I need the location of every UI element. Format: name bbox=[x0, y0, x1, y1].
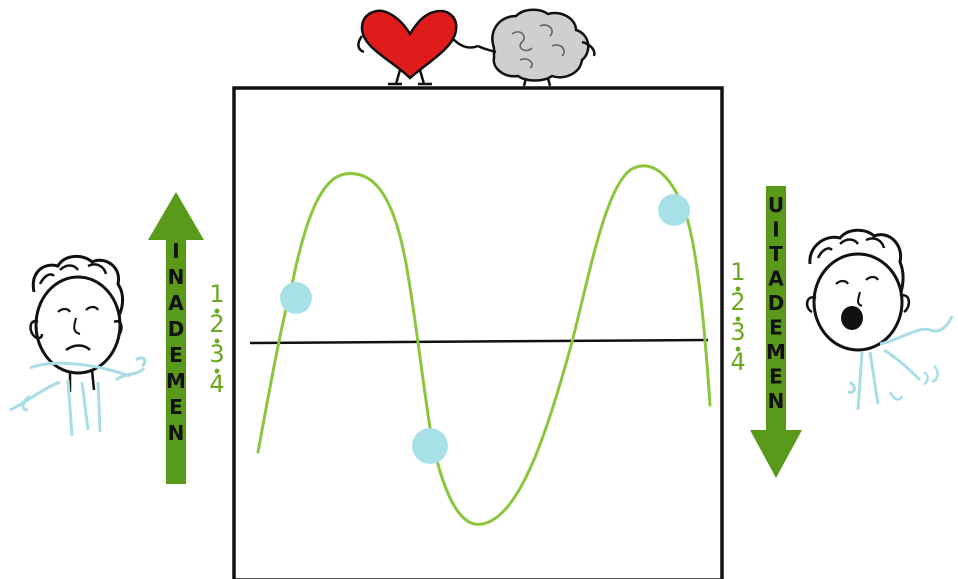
arrow-letter: T bbox=[769, 242, 783, 266]
count-number: 4 bbox=[730, 348, 745, 376]
arrow-letter: E bbox=[769, 316, 783, 340]
arrow-letter: D bbox=[168, 317, 185, 341]
brain-icon bbox=[478, 10, 594, 86]
arrow-letter: N bbox=[168, 421, 185, 445]
frame-box bbox=[234, 88, 722, 579]
inhaling-person-icon bbox=[10, 256, 145, 436]
exhaling-person-icon bbox=[807, 230, 952, 410]
wave-dot-1 bbox=[280, 282, 312, 314]
heart-icon bbox=[358, 11, 478, 84]
arrow-letter: D bbox=[768, 291, 785, 315]
arrow-letter: A bbox=[168, 291, 184, 315]
breathing-wave bbox=[258, 166, 710, 525]
arrow-letter: I bbox=[772, 218, 779, 242]
wave-dot-2 bbox=[412, 428, 448, 464]
arrow-letter: I bbox=[172, 239, 179, 263]
count-number: 2 bbox=[730, 288, 745, 316]
arrow-letter: N bbox=[168, 265, 185, 289]
baseline bbox=[250, 340, 708, 343]
count-number: 1 bbox=[209, 280, 224, 308]
count-number: 2 bbox=[209, 310, 224, 338]
count-number: 1 bbox=[730, 258, 745, 286]
arrow-letter: E bbox=[769, 365, 783, 389]
arrow-letter: E bbox=[169, 343, 183, 367]
arrow-letter: M bbox=[766, 340, 786, 364]
arrow-letter: M bbox=[166, 369, 186, 393]
arrow-letter: U bbox=[768, 193, 784, 217]
count-number: 3 bbox=[209, 340, 224, 368]
wave-dot-3 bbox=[658, 194, 690, 226]
arrow-letter: N bbox=[768, 389, 785, 413]
count-number: 4 bbox=[209, 370, 224, 398]
count-number: 3 bbox=[730, 318, 745, 346]
arrow-letter: E bbox=[169, 395, 183, 419]
arrow-letter: A bbox=[768, 267, 784, 291]
